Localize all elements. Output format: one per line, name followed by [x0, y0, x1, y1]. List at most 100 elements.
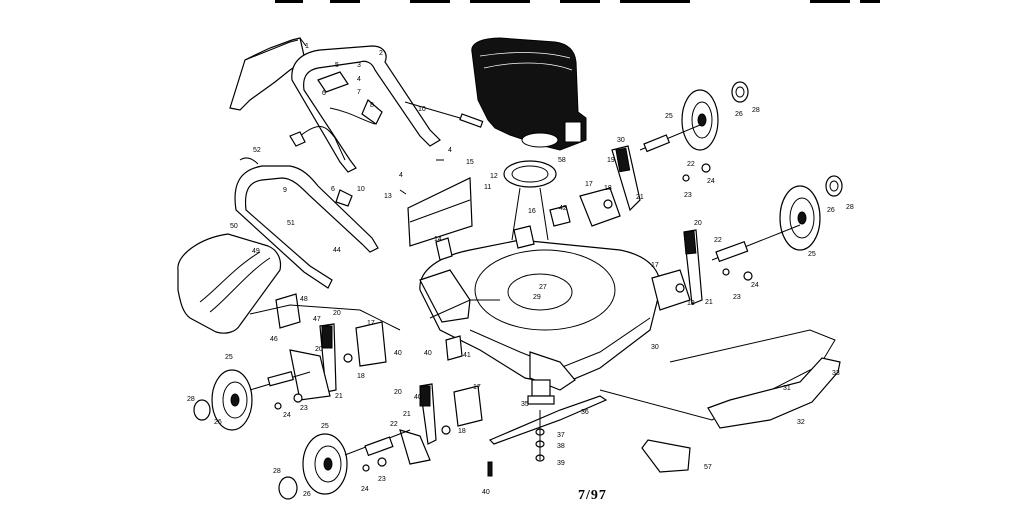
- callout-17-left: 17: [367, 320, 375, 327]
- wheel-rear-left: [211, 369, 253, 431]
- callout-41: 41: [463, 352, 471, 359]
- callout-39: 39: [557, 460, 565, 467]
- top-cropped-text-strip: [275, 0, 880, 3]
- callout-40-mid: 40: [424, 350, 432, 357]
- small-hardware: [249, 99, 753, 477]
- chute-deflector: [641, 439, 691, 473]
- callout-49: 49: [252, 248, 260, 255]
- callout-52: 52: [253, 147, 261, 154]
- top-cropped-header: [270, 0, 890, 4]
- callout-21-lower: 21: [403, 411, 411, 418]
- callout-29: 29: [533, 294, 541, 301]
- callout-6: 6: [322, 90, 326, 97]
- wheel-front-right: [779, 185, 821, 251]
- callout-28: 28: [752, 107, 760, 114]
- hub-caps: [193, 81, 843, 500]
- callout-30-deck: 30: [651, 344, 659, 351]
- callout-24: 24: [707, 178, 715, 185]
- engine: [471, 37, 587, 151]
- callout-21: 21: [636, 194, 644, 201]
- callout-26-lower: 26: [303, 491, 311, 498]
- callout-8: 8: [370, 102, 374, 109]
- callout-33: 33: [832, 370, 840, 377]
- mower-deck: [419, 239, 661, 391]
- callout-1: 1: [305, 43, 309, 50]
- callout-5: 5: [335, 62, 339, 69]
- callout-31: 31: [783, 385, 791, 392]
- callout-40-left: 40: [394, 350, 402, 357]
- lower-handle: [234, 157, 379, 289]
- height-adjusters: [319, 145, 703, 445]
- callout-17-lower: 17: [473, 384, 481, 391]
- callout-35: 35: [521, 401, 529, 408]
- callout-25-left: 25: [225, 354, 233, 361]
- callout-42: 42: [559, 205, 567, 212]
- callout-3: 3: [357, 62, 361, 69]
- callout-24-lower: 24: [361, 486, 369, 493]
- callout-23-right: 23: [733, 294, 741, 301]
- callout-26-right: 26: [827, 207, 835, 214]
- date-code: 7/97: [578, 488, 607, 503]
- callout-23-left: 23: [300, 405, 308, 412]
- callout-58: 58: [558, 157, 566, 164]
- callout-21-right: 21: [705, 299, 713, 306]
- callout-22: 22: [687, 161, 695, 168]
- wheel-rear-upper-right: [681, 89, 719, 151]
- callout-20-lower: 20: [394, 389, 402, 396]
- callout-26-left: 26: [214, 419, 222, 426]
- callout-21-left: 21: [335, 393, 343, 400]
- callout-46: 46: [270, 336, 278, 343]
- callout-22-right: 22: [714, 237, 722, 244]
- callout-13: 13: [384, 193, 392, 200]
- callout-15: 15: [466, 159, 474, 166]
- callout-14: 14: [434, 236, 442, 243]
- side-discharge-chute: [599, 329, 841, 429]
- callout-4-mid: 4: [399, 172, 403, 179]
- callout-17-right: 17: [651, 262, 659, 269]
- callout-20-left-b: 20: [315, 346, 323, 353]
- callout-11: 11: [484, 184, 492, 191]
- callout-28-left: 28: [187, 396, 195, 403]
- upper-handle-bracket: [229, 37, 307, 111]
- callout-24-right: 24: [751, 282, 759, 289]
- callout-6-lower: 6: [331, 186, 335, 193]
- upper-handle: [291, 45, 441, 173]
- callout-26: 26: [735, 111, 743, 118]
- callout-10: 10: [418, 106, 426, 113]
- callout-23-lower: 23: [378, 476, 386, 483]
- callout-20-left: 20: [333, 310, 341, 317]
- callout-25-lower: 25: [321, 423, 329, 430]
- callout-18-left: 18: [357, 373, 365, 380]
- callout-12: 12: [490, 173, 498, 180]
- callout-4-upper: 4: [448, 147, 452, 154]
- callout-32: 32: [797, 419, 805, 426]
- callout-18: 18: [604, 185, 612, 192]
- blade-assembly: [488, 379, 608, 462]
- callout-51: 51: [287, 220, 295, 227]
- control-cables: [299, 101, 484, 161]
- callout-16: 16: [528, 208, 536, 215]
- callout-27: 27: [539, 284, 547, 291]
- engine-gasket: [503, 160, 557, 241]
- callout-57: 57: [704, 464, 712, 471]
- callout-18-right: 18: [687, 300, 695, 307]
- callout-44: 44: [333, 247, 341, 254]
- callout-19: 19: [607, 157, 615, 164]
- callout-38: 38: [557, 443, 565, 450]
- callout-25-right: 25: [808, 251, 816, 258]
- callout-17: 17: [585, 181, 593, 188]
- callout-28-right: 28: [846, 204, 854, 211]
- callout-20: 20: [694, 220, 702, 227]
- callout-30: 30: [617, 137, 625, 144]
- callout-9: 9: [283, 187, 287, 194]
- callout-36: 36: [581, 409, 589, 416]
- rear-control-panel: [407, 177, 473, 247]
- callout-18-lower: 18: [458, 428, 466, 435]
- callout-7: 7: [357, 89, 361, 96]
- callout-50: 50: [230, 223, 238, 230]
- callout-23: 23: [684, 192, 692, 199]
- callout-24-left: 24: [283, 412, 291, 419]
- callout-22-lower: 22: [390, 421, 398, 428]
